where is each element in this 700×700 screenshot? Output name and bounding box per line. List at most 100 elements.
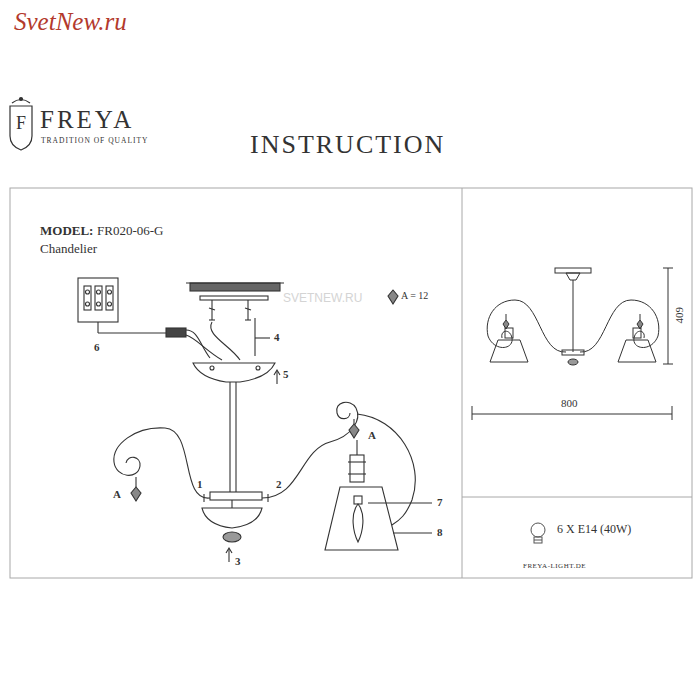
drawing-line (209, 308, 215, 310)
drawing-rect (210, 492, 262, 500)
drawing-rect (534, 537, 542, 543)
drawing-rect (84, 286, 91, 310)
drawing-line (393, 532, 432, 533)
drawing-line (663, 364, 673, 365)
dimension-width: 800 (561, 397, 578, 410)
drawing-path (274, 370, 280, 375)
drawing-rect (190, 283, 280, 291)
drawing-line (186, 282, 284, 283)
callout-number: 7 (437, 496, 443, 509)
overview-right-arm (580, 300, 659, 362)
drawing-line (267, 494, 268, 502)
dimension-height: 409 (673, 307, 686, 324)
drawing-path (226, 548, 232, 553)
drawing-line (229, 382, 230, 492)
drawing-circle (256, 366, 260, 370)
drawing-line (97, 322, 98, 333)
drawing-rect (95, 286, 102, 310)
drawing-path (114, 428, 210, 498)
drawing-line (247, 300, 248, 320)
drawing-line (245, 319, 251, 320)
model-key: MODEL: (40, 224, 93, 239)
drawing-line (672, 406, 673, 420)
drawing-line (356, 440, 357, 455)
drawing-rect (555, 268, 591, 273)
callout-number: A (368, 429, 376, 442)
lamp-spec: 6 X E14 (40W) (557, 523, 631, 537)
crystal-count: A = 12 (401, 290, 428, 302)
brand-name: FREYA (40, 106, 134, 135)
drawing-line (135, 477, 136, 487)
drawing-line (228, 549, 229, 562)
drawing-path (388, 290, 398, 304)
drawing-line (472, 406, 473, 420)
drawing-line (368, 502, 432, 503)
drawing-path (10, 106, 32, 150)
overview-illustration (472, 268, 673, 420)
drawing-path (566, 273, 580, 280)
drawing-path (357, 414, 415, 525)
drawing-path (580, 300, 659, 352)
drawing-rect (166, 328, 186, 337)
drawing-rect (350, 455, 364, 482)
crest-letter: F (16, 113, 26, 134)
drawing-rect (106, 286, 113, 310)
model-number: FR020-06-G (97, 224, 163, 239)
drawing-line (640, 314, 641, 320)
overview-left-arm (487, 300, 566, 362)
drawing-circle (86, 290, 90, 294)
drawing-path (487, 300, 566, 352)
drawing-path (202, 508, 262, 528)
watermark: SVETNEW.RU (283, 292, 362, 306)
drawing-rect (633, 328, 641, 338)
callout-number: 3 (235, 555, 241, 568)
site-logo: SvetNew.ru (14, 8, 127, 37)
drawing-circle (108, 290, 112, 294)
drawing-circle (108, 302, 112, 306)
drawing-line (235, 382, 236, 492)
drawing-path (262, 402, 358, 498)
drawing-path (186, 335, 222, 360)
product-type: Chandelier (40, 242, 97, 257)
drawing-circle (531, 523, 545, 537)
drawing-line (462, 497, 692, 498)
drawing-line (472, 414, 672, 415)
drawing-circle (97, 302, 101, 306)
drawing-line (534, 540, 542, 541)
drawing-circle (20, 98, 23, 101)
drawing-path (131, 487, 141, 501)
drawing-rect (505, 328, 513, 338)
drawing-line (462, 188, 463, 578)
drawing-ellipse (568, 359, 578, 365)
drawing-line (348, 473, 366, 474)
drawing-circle (210, 366, 214, 370)
drawing-rect (78, 278, 118, 322)
drawing-line (98, 332, 166, 333)
brand-website: FREYA-LIGHT.DE (523, 562, 586, 570)
callout-number: 6 (94, 341, 100, 354)
drawing-line (254, 318, 255, 356)
drawing-rect (354, 496, 362, 504)
drawing-path (325, 487, 398, 550)
drawing-line (245, 308, 251, 310)
brand-tagline: TRADITION OF QUALITY (41, 137, 149, 146)
drawing-line (203, 494, 204, 502)
bulb-icon (531, 523, 545, 543)
drawing-rect (10, 188, 692, 578)
drawing-line (573, 280, 574, 352)
drawing-line (255, 337, 270, 338)
drawing-line (663, 268, 673, 269)
drawing-line (231, 500, 232, 508)
drawing-line (668, 268, 669, 364)
callout-number: 4 (274, 331, 280, 344)
callout-number: 1 (197, 478, 203, 491)
callout-number: 2 (276, 478, 282, 491)
drawing-path (186, 330, 210, 358)
drawing-circle (97, 290, 101, 294)
drawing-line (348, 461, 366, 462)
drawing-ellipse (223, 532, 241, 542)
drawing-line (209, 319, 215, 320)
callout-number: A (113, 488, 121, 501)
drawing-path (353, 504, 363, 542)
